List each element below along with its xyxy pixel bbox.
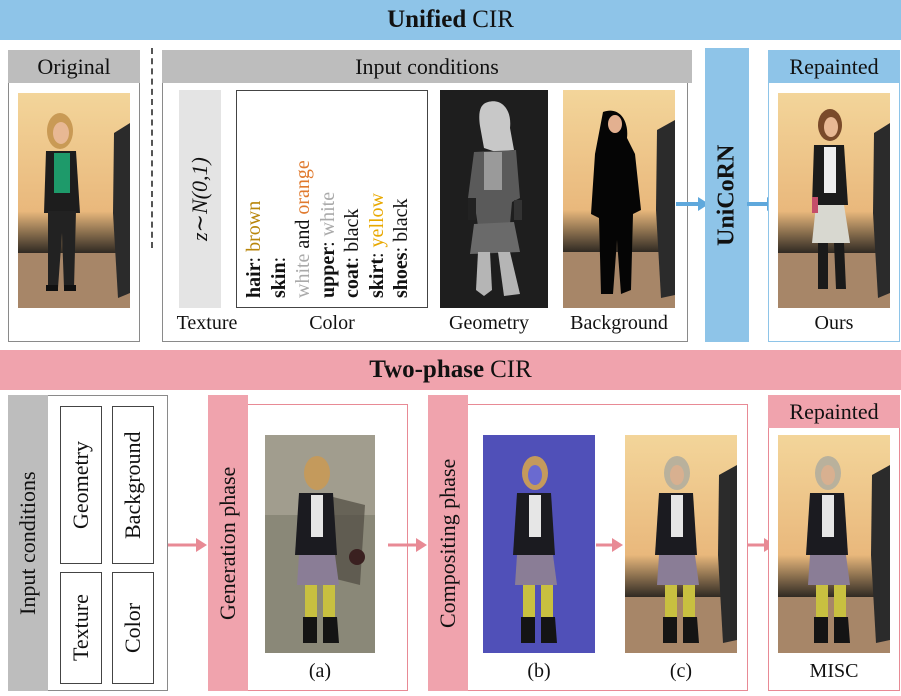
caption-misc: MISC bbox=[809, 660, 859, 682]
color-line: white and orange bbox=[291, 88, 316, 298]
unified-cir-banner: Unified CIR bbox=[0, 0, 901, 40]
unicorn-model-block: UniCoRN bbox=[705, 48, 749, 342]
arrow-to-unicorn bbox=[676, 197, 709, 211]
color-line: skirt: yellow bbox=[365, 88, 390, 298]
misc-photo bbox=[778, 435, 890, 653]
photo-a bbox=[265, 435, 375, 653]
caption-a: (a) bbox=[308, 660, 332, 682]
caption-geometry: Geometry bbox=[449, 312, 529, 334]
arrow-to-compositing bbox=[388, 538, 427, 552]
caption-ours: Ours bbox=[814, 312, 854, 334]
arrow-b-to-c bbox=[596, 538, 623, 552]
color-value: yellow bbox=[365, 193, 388, 248]
color-line-part: upper bbox=[316, 246, 339, 298]
color-value: black bbox=[390, 198, 412, 242]
color-line-colon: : bbox=[365, 247, 388, 258]
dashed-separator bbox=[151, 48, 153, 248]
tp-color-box: Color bbox=[112, 572, 154, 684]
input-conditions-label: Input conditions bbox=[162, 50, 692, 83]
ours-photo bbox=[778, 93, 890, 308]
tp-texture-box: Texture bbox=[60, 572, 102, 684]
photo-b bbox=[483, 435, 595, 653]
misc-repainted-label: Repainted bbox=[768, 395, 900, 428]
color-value: black bbox=[341, 208, 363, 252]
caption-c: (c) bbox=[669, 660, 693, 682]
texture-noise-box: z∼N(0,1) bbox=[179, 90, 221, 308]
photo-c bbox=[625, 435, 737, 653]
color-line-part: skin bbox=[267, 262, 290, 298]
repainted-label: Repainted bbox=[768, 50, 900, 83]
color-line-colon: : bbox=[243, 251, 265, 263]
color-line-part: shoes bbox=[390, 252, 412, 298]
background-photo bbox=[563, 90, 675, 308]
color-line: hair: brown bbox=[242, 88, 267, 298]
two-phase-title-rest: CIR bbox=[490, 356, 532, 383]
color-line: shoes: black bbox=[389, 88, 414, 298]
color-line-colon: : bbox=[341, 251, 363, 263]
color-line: upper: white bbox=[316, 88, 341, 298]
color-line-colon: : bbox=[390, 241, 412, 253]
tp-input-conditions-label: Input conditions bbox=[8, 395, 48, 691]
two-phase-title-bold: Two-phase bbox=[369, 356, 485, 383]
unicorn-label: UniCoRN bbox=[713, 144, 740, 246]
color-line-part: hair bbox=[243, 262, 265, 298]
color-value-joiner: and bbox=[292, 214, 314, 254]
geometry-map bbox=[440, 90, 548, 308]
generation-phase-block: Generation phase bbox=[208, 395, 248, 691]
color-line: skin: bbox=[267, 88, 292, 298]
original-photo bbox=[18, 93, 130, 308]
caption-color: Color bbox=[309, 312, 355, 334]
color-line-part: skirt bbox=[365, 258, 388, 298]
tp-background-box: Background bbox=[112, 406, 154, 564]
color-value: white bbox=[292, 253, 314, 298]
tp-geometry-box: Geometry bbox=[60, 406, 102, 564]
color-line-colon: : bbox=[267, 256, 290, 263]
color-line: coat: black bbox=[340, 88, 365, 298]
compositing-phase-block: Compositing phase bbox=[428, 395, 468, 691]
color-line-colon: : bbox=[316, 236, 339, 247]
caption-background: Background bbox=[570, 312, 668, 334]
texture-formula: z∼N(0,1) bbox=[187, 157, 212, 241]
unified-title-bold: Unified bbox=[387, 6, 467, 33]
arrow-to-generation bbox=[168, 538, 207, 552]
color-value: orange bbox=[292, 160, 314, 215]
color-conditions-box bbox=[236, 90, 428, 308]
color-value: brown bbox=[243, 200, 265, 252]
unified-title-rest: CIR bbox=[472, 6, 514, 33]
caption-texture: Texture bbox=[176, 312, 238, 334]
color-value: white bbox=[316, 191, 339, 237]
caption-b: (b) bbox=[527, 660, 551, 682]
original-label: Original bbox=[8, 50, 140, 83]
color-line-part: coat bbox=[341, 262, 363, 298]
two-phase-cir-banner: Two-phase CIR bbox=[0, 350, 901, 390]
